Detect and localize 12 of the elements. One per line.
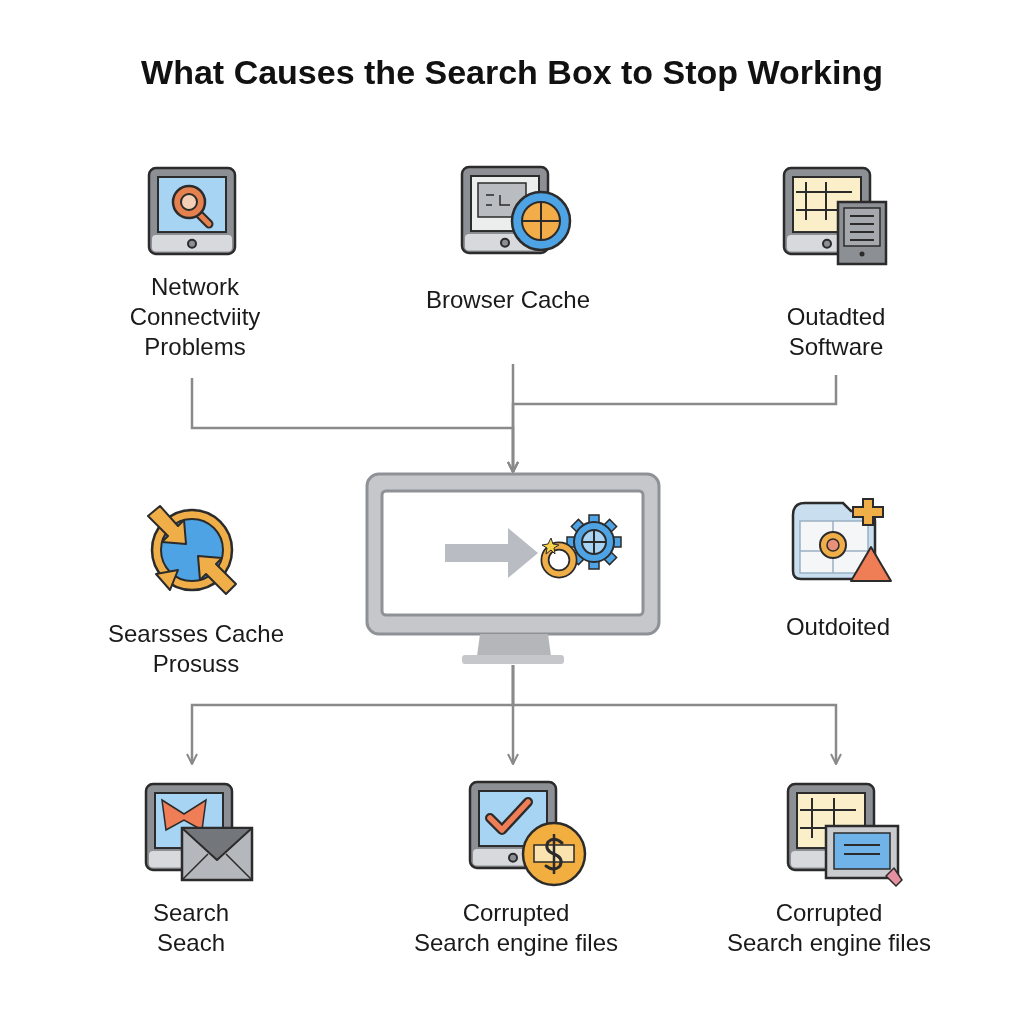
node-label: Searsses Cache Prosuss <box>106 619 286 679</box>
node-label: Corrupted Search engine files <box>725 898 933 958</box>
computer-monitor-illustration <box>365 472 661 665</box>
connector-arrow <box>511 665 842 765</box>
node-label: Browser Cache <box>424 285 592 315</box>
node-label: Outdoited <box>784 612 892 642</box>
node-label: Outadted Software <box>785 302 887 362</box>
node-label: Corrupted Search engine files <box>412 898 620 958</box>
title: What Causes the Search Box to Stop Working <box>140 52 884 93</box>
connector-arrow <box>507 375 838 473</box>
node-label: Network Connectviity Problems <box>128 272 262 362</box>
node-label: Search Seach <box>151 898 230 958</box>
